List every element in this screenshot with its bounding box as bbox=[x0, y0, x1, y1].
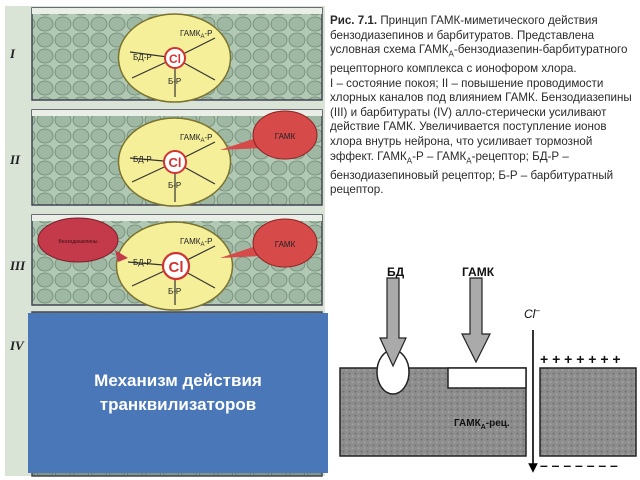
b-r-label-2: Б-Р bbox=[168, 181, 181, 190]
roman-1: I bbox=[10, 46, 16, 61]
membrane-block-right bbox=[539, 367, 637, 457]
gaba-r-label-1: ГАМКА-Р bbox=[180, 29, 212, 40]
gaba-label-3: ГАМК bbox=[275, 240, 296, 249]
bd-arrow bbox=[379, 277, 407, 368]
gaba-ligand-2 bbox=[252, 110, 318, 160]
cl-ion-3 bbox=[161, 251, 191, 281]
caption-para-2: I – состояние покоя; II – повышение пров… bbox=[330, 76, 632, 197]
roman-4: IV bbox=[10, 338, 24, 353]
panel-3: Cl ГАМКА-Р БД-Р Б-Р ГАМК Бензодиазепины bbox=[31, 214, 323, 311]
slide-title-box: Механизм действия транквилизаторов bbox=[28, 313, 328, 473]
bd-r-label-1: БД-Р bbox=[133, 53, 152, 62]
benzo-label: Бензодиазепины bbox=[58, 239, 97, 245]
bottom-diagram: БД ГАМК Cl– + + + + + + + – – – – – – – … bbox=[339, 265, 637, 473]
slide-title: Механизм действия транквилизаторов bbox=[94, 371, 262, 414]
caption-title: Рис. 7.1. bbox=[330, 14, 378, 27]
cl-minus-label: Cl– bbox=[524, 306, 540, 321]
cl-ion-2 bbox=[163, 150, 187, 174]
b-r-label-1: Б-Р bbox=[168, 77, 181, 86]
gaba-receptor-label: ГАМКА-рец. bbox=[454, 418, 510, 431]
cl-ion-1 bbox=[164, 47, 186, 69]
cl-label-2: Cl bbox=[169, 155, 182, 170]
panel-1: Cl ГАМКА-Р БД-Р Б-Р bbox=[31, 7, 323, 103]
panel-2: Cl ГАМКА-Р БД-Р Б-Р ГАМК bbox=[31, 109, 323, 207]
b-r-label-3: Б-Р bbox=[168, 287, 181, 296]
caption-para-1: Рис. 7.1. Принцип ГАМК-миметического дей… bbox=[330, 14, 628, 76]
gaba-ligand-3 bbox=[252, 218, 318, 268]
gaba-receptor-slot bbox=[447, 367, 527, 389]
roman-2: II bbox=[10, 152, 21, 167]
gaba-r-label-2: ГАМКА-Р bbox=[180, 133, 212, 144]
gaba-arrow bbox=[461, 277, 491, 364]
bd-r-label-3: БД-Р bbox=[133, 258, 152, 267]
bd-r-label-2: БД-Р bbox=[133, 155, 152, 164]
plus-charges: + + + + + + + bbox=[540, 351, 621, 367]
benzodiazepine-ligand bbox=[37, 217, 119, 263]
cl-label-3: Cl bbox=[169, 259, 184, 276]
gaba-r-label-3: ГАМКА-Р bbox=[180, 237, 212, 248]
gaba-label-2: ГАМК bbox=[275, 132, 296, 141]
bd-label: БД bbox=[387, 265, 405, 279]
cl-label-1: Cl bbox=[169, 52, 181, 66]
roman-3: III bbox=[10, 258, 26, 273]
minus-charges: – – – – – – – bbox=[540, 457, 618, 473]
gaba-label: ГАМК bbox=[462, 265, 495, 279]
figure-caption: Рис. 7.1. Принцип ГАМК-миметического дей… bbox=[330, 14, 635, 198]
